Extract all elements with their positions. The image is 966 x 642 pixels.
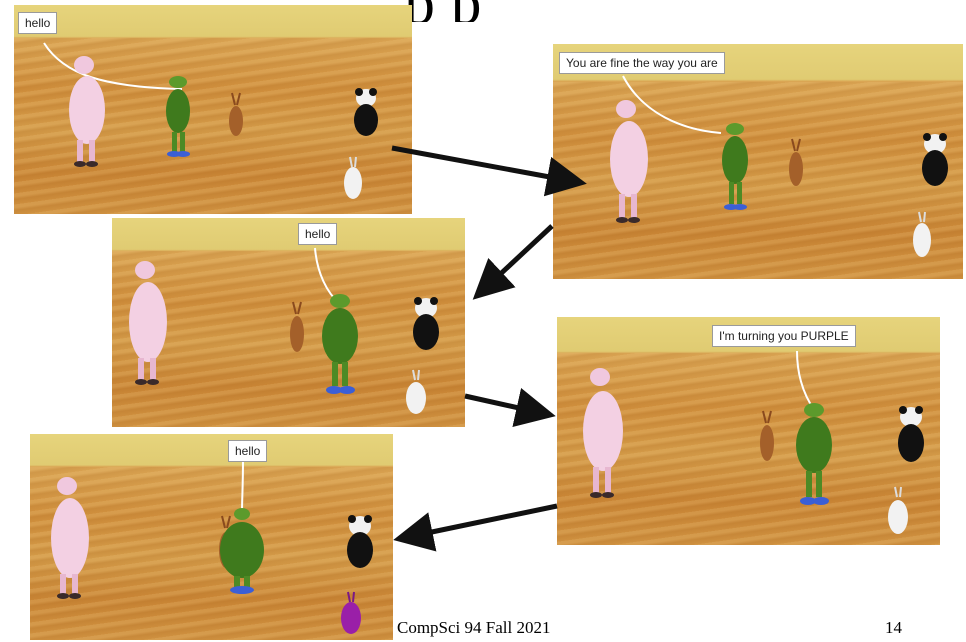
scene-5: hello [30,434,393,640]
turtle-character [322,294,358,394]
panda-character [413,297,439,350]
hare-character [760,410,774,461]
hare-character [229,92,243,136]
panda-character [898,406,924,462]
scene-4-characters [583,350,924,534]
hare-character [290,301,304,352]
page-number: 14 [885,618,902,637]
speech-tail [796,350,816,412]
arrow-2-to-3 [472,224,554,300]
turtle-character [220,508,264,594]
speech-bubble: hello [18,12,58,34]
scene-5-characters [51,459,373,634]
panda-character [354,88,378,136]
turtle-character [796,403,832,505]
speech-bubble: You are fine the way you are [559,52,725,74]
turtle-character [722,123,748,210]
pig-character [51,477,89,599]
scene-3: hello [112,218,465,427]
arrow-1-to-2 [391,145,587,197]
footer-course: CompSci 94 Fall 2021 [397,618,551,637]
scene-2-characters [610,75,948,257]
panda-character [922,133,948,186]
panda-character [347,515,373,568]
speech-tail [241,459,244,513]
speech-tail [622,75,722,134]
speech-bubble: I'm turning you PURPLE [712,325,856,347]
scene-3-characters [129,247,439,414]
speech-bubble: hello [298,223,338,245]
pig-character [69,56,105,167]
bunny-character [344,156,362,199]
bunny-character [406,369,426,414]
bunny-character [913,211,931,257]
scene-1-characters [43,42,378,199]
purple-bunny-character [341,591,361,634]
slide-title: p p [404,0,964,22]
turtle-character [166,76,190,157]
speech-bubble: hello [228,440,268,462]
pig-character [610,100,648,223]
scene-1: hello [14,5,412,214]
hare-character [789,138,803,186]
bunny-character [888,486,908,534]
arrow-4-to-5 [393,503,558,552]
scene-4: I'm turning you PURPLE [557,317,940,545]
pig-character [583,368,623,498]
scene-2: You are fine the way you are [553,44,963,279]
speech-tail [43,42,183,90]
pig-character [129,261,167,385]
arrow-3-to-4 [464,387,556,428]
